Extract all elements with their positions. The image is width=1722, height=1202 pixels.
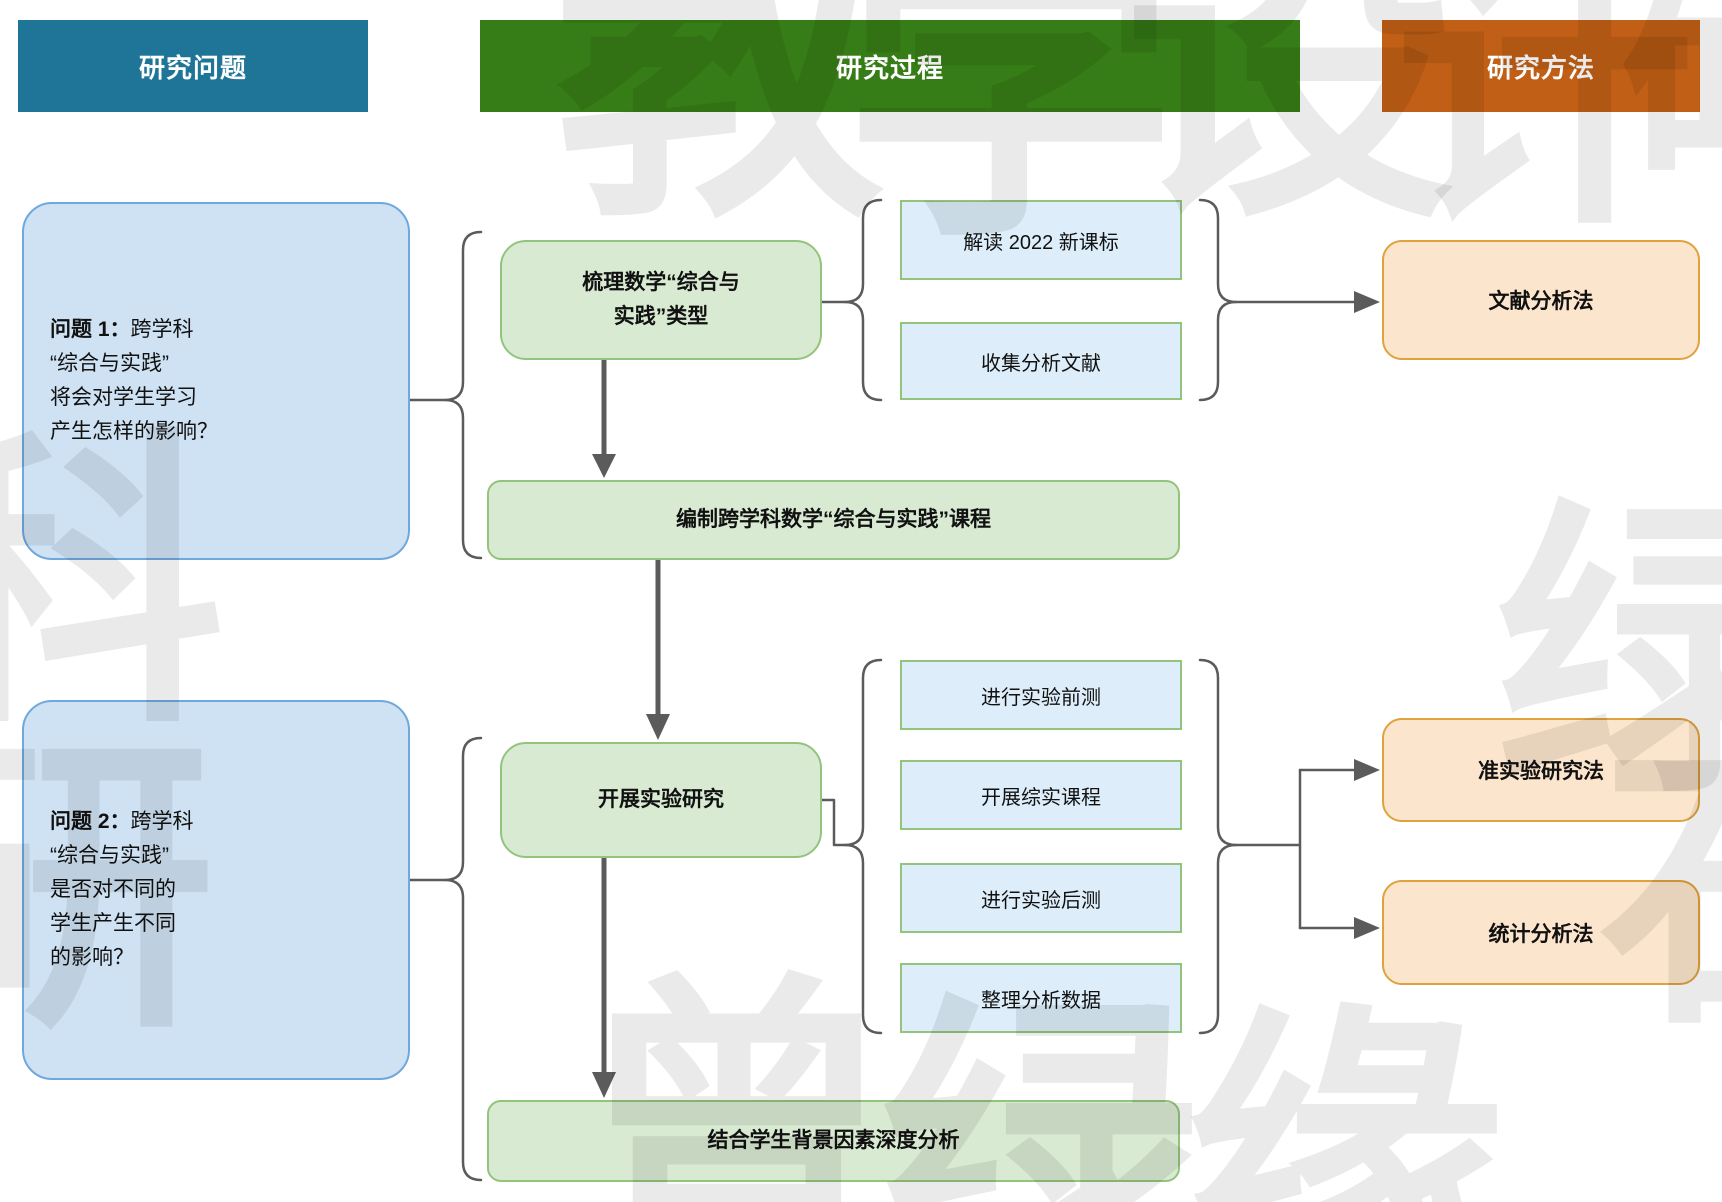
brace-question-2 (443, 736, 483, 1182)
connector-conduct-experiment (820, 798, 847, 847)
method-literature-analysis: 文献分析法 (1382, 240, 1700, 360)
arrowhead-b-to-c (646, 714, 670, 740)
method-quasi-experiment: 准实验研究法 (1382, 718, 1700, 822)
arrowhead-c-to-d (592, 1072, 616, 1098)
header-research-questions: 研究问题 (18, 20, 368, 112)
question-2-line-1: 问题 2：跨学科 (50, 810, 194, 833)
question-2-line-2: “综合与实践” (50, 844, 169, 867)
header-research-methods: 研究方法 (1382, 20, 1700, 112)
process-box-sort-types: 梳理数学“综合与 实践”类型 (500, 240, 822, 360)
arrowhead-a-to-b (592, 454, 616, 478)
brace-literature-open (843, 198, 883, 402)
question-2-line-3: 是否对不同的 (50, 878, 176, 901)
brace-question-1 (443, 230, 483, 560)
question-2-box: 问题 2：跨学科 “综合与实践” 是否对不同的 学生产生不同 的影响？ (22, 700, 410, 1080)
brace-literature-close (1198, 198, 1238, 402)
question-1-line-3: 将会对学生学习 (50, 386, 197, 409)
method-statistical-analysis: 统计分析法 (1382, 880, 1700, 985)
substep-pretest: 进行实验前测 (900, 660, 1182, 730)
brace-experiment-close (1198, 658, 1238, 1035)
arrowhead-quasi-experiment (1354, 759, 1380, 781)
substep-read-2022-standard: 解读 2022 新课标 (900, 200, 1182, 280)
question-1-box: 问题 1：跨学科 “综合与实践” 将会对学生学习 产生怎样的影响？ (22, 202, 410, 560)
arrowhead-statistical (1354, 917, 1380, 939)
substep-run-course: 开展综实课程 (900, 760, 1182, 830)
question-1-line-4: 产生怎样的影响？ (50, 420, 218, 443)
process-box-conduct-experiment: 开展实验研究 (500, 742, 822, 858)
header-research-process: 研究过程 (480, 20, 1300, 112)
connector-method-split (1234, 768, 1302, 930)
question-2-line-4: 学生产生不同 (50, 912, 176, 935)
brace-experiment-open (843, 658, 883, 1035)
substep-analyze-data: 整理分析数据 (900, 963, 1182, 1033)
question-2-line-5: 的影响？ (50, 946, 134, 969)
arrowhead-literature-method (1354, 291, 1380, 313)
substep-posttest: 进行实验后测 (900, 863, 1182, 933)
question-1-line-2: “综合与实践” (50, 352, 169, 375)
process-box-deep-analysis: 结合学生背景因素深度分析 (487, 1100, 1180, 1182)
substep-collect-literature: 收集分析文献 (900, 322, 1182, 400)
process-box-design-course: 编制跨学科数学“综合与实践”课程 (487, 480, 1180, 560)
question-1-line-1: 问题 1：跨学科 (50, 318, 194, 341)
